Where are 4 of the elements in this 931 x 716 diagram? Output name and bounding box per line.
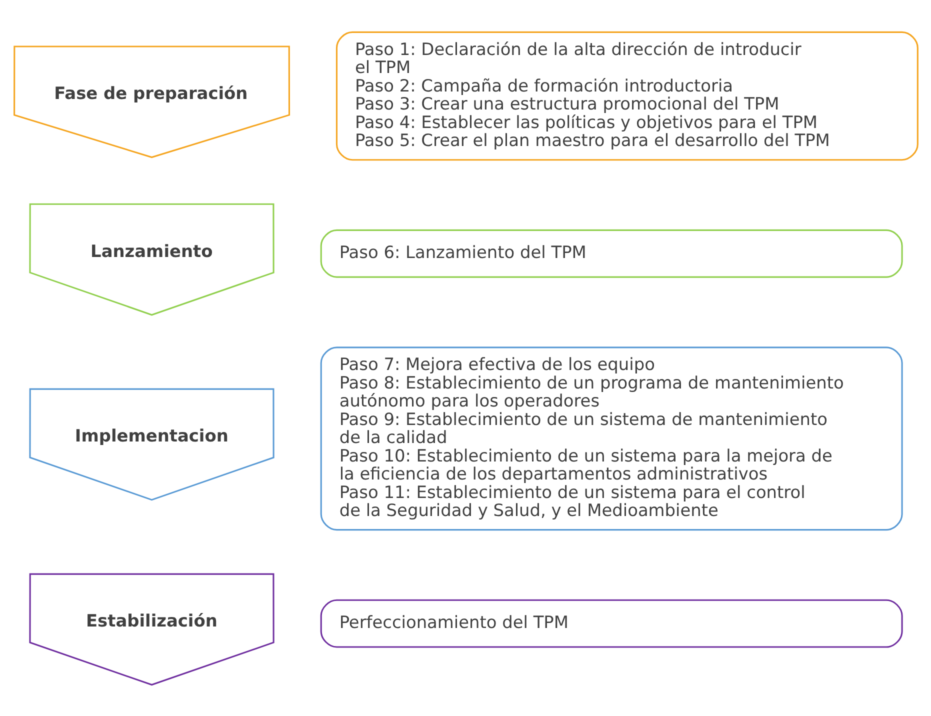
node-box: Perfeccionamiento del TPM [320,598,902,648]
node-box: Paso 7: Mejora efectiva de los equipo Paso 8: Establecimiento de un programa de mantenimiento autónomo para los operadores Paso 9: Establecimiento de un sistema de mantenimiento de la calidad Paso 10: Establecimiento de un sistema para la mejora de la eficiencia de los departamentos administrativos Paso 11: Establecimiento de un sistema para el control de la Seguridad y Salud, y el Medioambiente [320,346,902,530]
node-box: Paso 1: Declaración de la alta dirección de introducir el TPM Paso 2: Campaña de formación introductoria Paso 3: Crear una estructura promocional del TPM Paso 4: Establecer las políticas y objetivos para el TPM Paso 5: Crear el plan maestro para el desarrollo del TPM [335,30,918,160]
node-box: Paso 6: Lanzamiento del TPM [320,228,902,278]
